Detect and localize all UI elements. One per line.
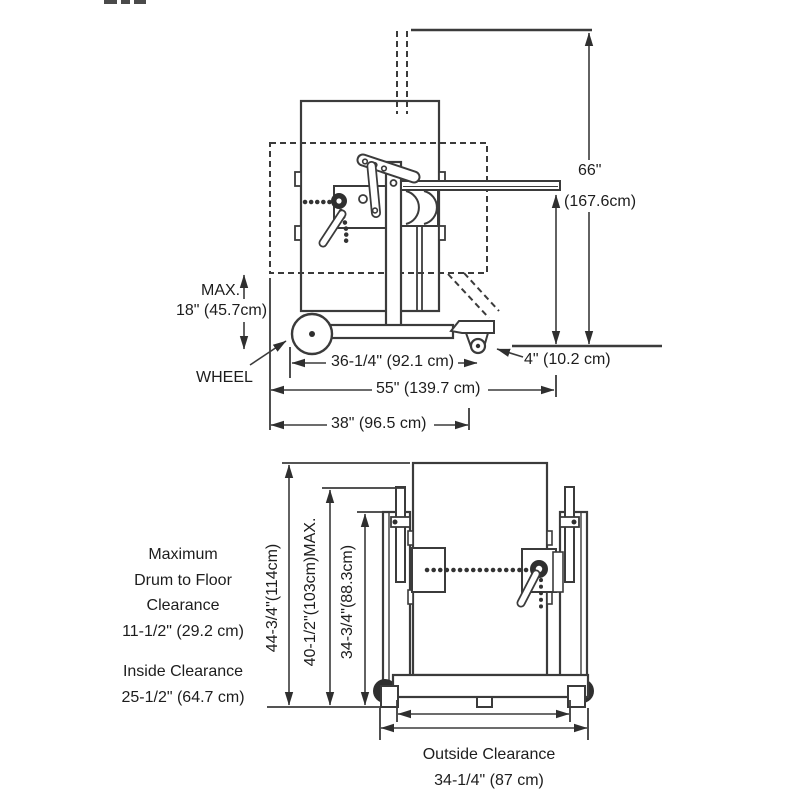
raised-drum-dashed-outline (269, 31, 500, 319)
dim-drum-to-floor-18 (239, 274, 291, 430)
ratchet-handle-front (516, 569, 541, 608)
label-outside-clearance: Outside Clearance 34-1/4" (87 cm) (404, 742, 574, 793)
dim-inner-width (396, 700, 571, 722)
front-view (267, 461, 594, 740)
label-max-drum-clearance-line1: Maximum (148, 546, 218, 563)
link-bar (366, 161, 381, 218)
left-upright (381, 486, 412, 692)
label-max-height-front: 40-1/2"(103cm)MAX. (302, 517, 319, 667)
cropped-text-fragment (104, 0, 146, 4)
base-frame-front (373, 673, 594, 708)
label-max-drum-clearance-line2: Drum to Floor (134, 571, 232, 589)
label-wheel-to-caster: 36-1/4" (92.1 cm) (331, 353, 455, 370)
label-overall-height-front: 44-3/4"(114cm) (264, 543, 281, 653)
right-upright (558, 486, 589, 692)
mast (384, 160, 403, 334)
label-inside-clearance: Inside Clearance 25-1/2" (64.7 cm) (103, 659, 263, 710)
wheel-leader-line (249, 340, 287, 366)
label-max-drum-clearance: Maximum Drum to Floor Clearance 11-1/2" … (103, 542, 263, 644)
label-max-drum-clearance-line3: Clearance (146, 597, 220, 614)
ratchet-handle (318, 209, 347, 248)
label-max: MAX. (201, 282, 241, 299)
side-view (239, 28, 662, 430)
dim-frame-length-38 (270, 408, 470, 430)
label-drum-to-floor: 18" (45.7cm) (176, 302, 268, 319)
handle-arm (400, 180, 561, 191)
label-overall-height-cm: (167.6cm) (564, 193, 637, 210)
rear-wheel (290, 312, 334, 356)
lift-bracket (400, 188, 439, 310)
chain (302, 199, 349, 246)
extension-lines-front (267, 462, 410, 708)
label-overall-length: 55" (139.7 cm) (376, 380, 481, 397)
dim-outside-clearance (379, 708, 589, 740)
caster-leader-line (496, 348, 524, 358)
label-frame-height-front: 34-3/4"(88.3cm) (339, 544, 356, 660)
tilt-chain (424, 567, 543, 611)
label-max-drum-clearance-line4: 11-1/2" (29.2 cm) (122, 622, 244, 640)
front-caster (449, 320, 495, 355)
label-wheel: WHEEL (196, 369, 253, 386)
label-inside-clearance-line2: 25-1/2" (64.7 cm) (121, 688, 245, 706)
chain-sprocket (331, 193, 347, 209)
label-overall-height-in: 66" (578, 162, 602, 179)
label-outside-clearance-line2: 34-1/4" (87 cm) (434, 771, 544, 789)
label-caster-size: 4" (10.2 cm) (524, 351, 611, 368)
label-outside-clearance-line1: Outside Clearance (422, 746, 556, 763)
label-inside-clearance-line1: Inside Clearance (122, 663, 244, 680)
label-frame-length: 38" (96.5 cm) (331, 415, 427, 432)
